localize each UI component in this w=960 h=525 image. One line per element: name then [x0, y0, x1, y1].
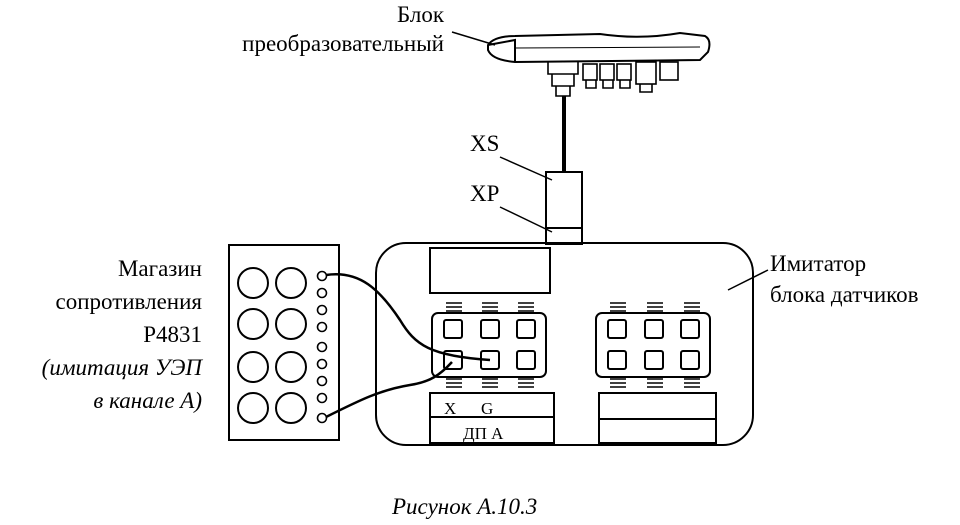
converter-label-line1: Блок	[396, 2, 444, 27]
resistor-label-line1: Магазин	[117, 256, 202, 281]
sensor-simulator-housing	[375, 242, 754, 446]
simulator-leader	[727, 269, 769, 291]
terminal-g-label: G	[481, 399, 494, 418]
simulator-label-line1: Имитатор	[770, 251, 867, 276]
figure-caption: Рисунок А.10.3	[392, 494, 538, 519]
xp-label: XP	[470, 181, 500, 206]
resistor-label-line2: сопротивления	[55, 289, 202, 314]
xp-leader	[499, 206, 553, 233]
terminal-module-right	[595, 302, 711, 388]
xs-xp-connector	[545, 171, 583, 245]
resistor-label-line5: в канале А)	[93, 388, 202, 413]
converter-label-line2: преобразовательный	[242, 31, 444, 56]
converter-connectors	[547, 61, 679, 97]
terminal-x-label: X	[444, 399, 457, 418]
resistor-label-line3: Р4831	[143, 322, 202, 347]
wire-lower	[325, 361, 453, 419]
dpa-label: ДП А	[463, 424, 504, 443]
resistance-box	[228, 244, 340, 441]
xs-leader	[499, 156, 553, 181]
wire-upper	[325, 272, 491, 362]
converter-block	[487, 31, 711, 97]
simulator-label-line2: блока датчиков	[770, 282, 919, 307]
resistor-label-line4: (имитация УЭП	[41, 355, 202, 380]
converter-leader	[451, 31, 496, 46]
xs-label: XS	[470, 131, 500, 156]
terminal-module-left	[431, 302, 547, 388]
